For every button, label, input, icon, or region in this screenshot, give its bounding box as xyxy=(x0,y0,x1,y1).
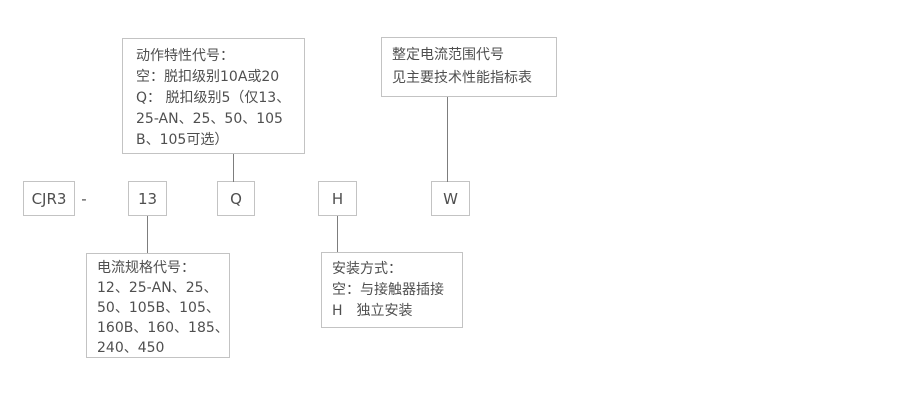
callout-set-current-range-code: 整定电流范围代号 见主要技术性能指标表 xyxy=(381,37,557,97)
connector-current-spec-line xyxy=(147,216,148,253)
callout-text-line: 空：与接触器插接 xyxy=(332,282,444,298)
callout-trip-class-code: 动作特性代号： 空：脱扣级别10A或20 Q： 脱扣级别5（仅13、 25-AN… xyxy=(122,38,305,154)
callout-mounting-code: 安装方式： 空：与接触器插接 H 独立安装 xyxy=(321,252,463,328)
callout-text-line: 动作特性代号： xyxy=(136,48,234,64)
callout-text-line: 240、450 xyxy=(97,340,165,356)
connector-mounting-line xyxy=(337,216,338,252)
callout-text-line: 空：脱扣级别10A或20 xyxy=(136,69,280,85)
callout-text-line: 50、105B、105、 xyxy=(97,300,220,316)
callout-text-line: B、105可选） xyxy=(136,132,229,148)
callout-current-spec-code: 电流规格代号： 12、25-AN、25、 50、105B、105、 160B、1… xyxy=(86,253,230,358)
code-current-spec-box: 13 xyxy=(128,181,167,216)
callout-text-line: 安装方式： xyxy=(332,261,402,277)
code-series-box: CJR3 xyxy=(23,181,75,216)
connector-trip-class-line xyxy=(233,154,234,182)
callout-text-line: 160B、160、185、 xyxy=(97,320,229,336)
code-separator: - xyxy=(81,189,87,208)
callout-text-line: 电流规格代号： xyxy=(97,260,195,276)
callout-text-line: 整定电流范围代号 xyxy=(392,47,504,63)
callout-text-line: 12、25-AN、25、 xyxy=(97,280,218,296)
callout-text-line: 见主要技术性能指标表 xyxy=(392,70,532,86)
code-current-range-box: W xyxy=(431,181,470,216)
code-trip-class-box: Q xyxy=(217,181,255,216)
callout-text-line: H 独立安装 xyxy=(332,303,413,319)
connector-current-range-line xyxy=(447,97,448,182)
callout-text-line: Q： 脱扣级别5（仅13、 xyxy=(136,90,291,106)
code-mounting-box: H xyxy=(318,181,357,216)
callout-text-line: 25-AN、25、50、105 xyxy=(136,111,283,127)
